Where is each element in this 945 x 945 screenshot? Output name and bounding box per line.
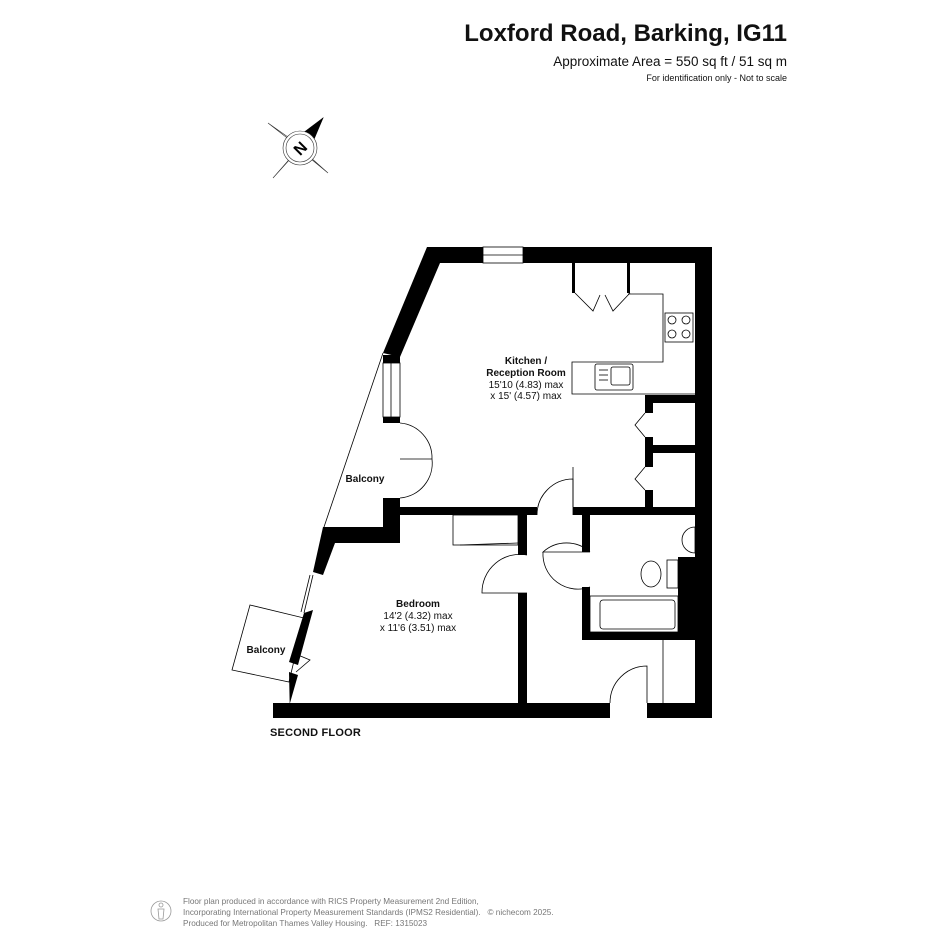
kitchen-dim-1: 15'10 (4.83) max (489, 380, 564, 391)
bedroom-dim-1: 14'2 (4.32) max (383, 611, 452, 622)
kitchen-name-2: Reception Room (486, 368, 566, 379)
kitchen-dim-2: x 15' (4.57) max (490, 391, 561, 402)
north-compass-icon: N (267, 117, 329, 179)
bedroom-dim-2: x 11'6 (3.51) max (380, 623, 456, 634)
property-title: Loxford Road, Barking, IG11 (464, 20, 787, 47)
reference: REF: 1315023 (374, 919, 428, 928)
copyright: © nichecom 2025. (487, 908, 554, 917)
footer-line-1: Floor plan produced in accordance with R… (183, 897, 479, 906)
footer-line-3: Produced for Metropolitan Thames Valley … (183, 919, 368, 928)
disclaimer-note: For identification only - Not to scale (646, 73, 787, 83)
person-scale-icon (150, 900, 172, 922)
approximate-area: Approximate Area = 550 sq ft / 51 sq m (553, 54, 787, 69)
balcony-small-label: Balcony (247, 645, 286, 656)
balcony-main-label: Balcony (346, 474, 385, 485)
footer-notes: Floor plan produced in accordance with R… (183, 896, 554, 929)
bedroom-name: Bedroom (396, 599, 440, 610)
fixtures (231, 246, 696, 704)
kitchen-name-1: Kitchen / (505, 356, 547, 367)
room-labels: Kitchen / Reception Room 15'10 (4.83) ma… (247, 356, 566, 656)
walls (273, 247, 712, 718)
footer-line-2: Incorporating International Property Mea… (183, 908, 481, 917)
floor-label: SECOND FLOOR (270, 727, 362, 739)
